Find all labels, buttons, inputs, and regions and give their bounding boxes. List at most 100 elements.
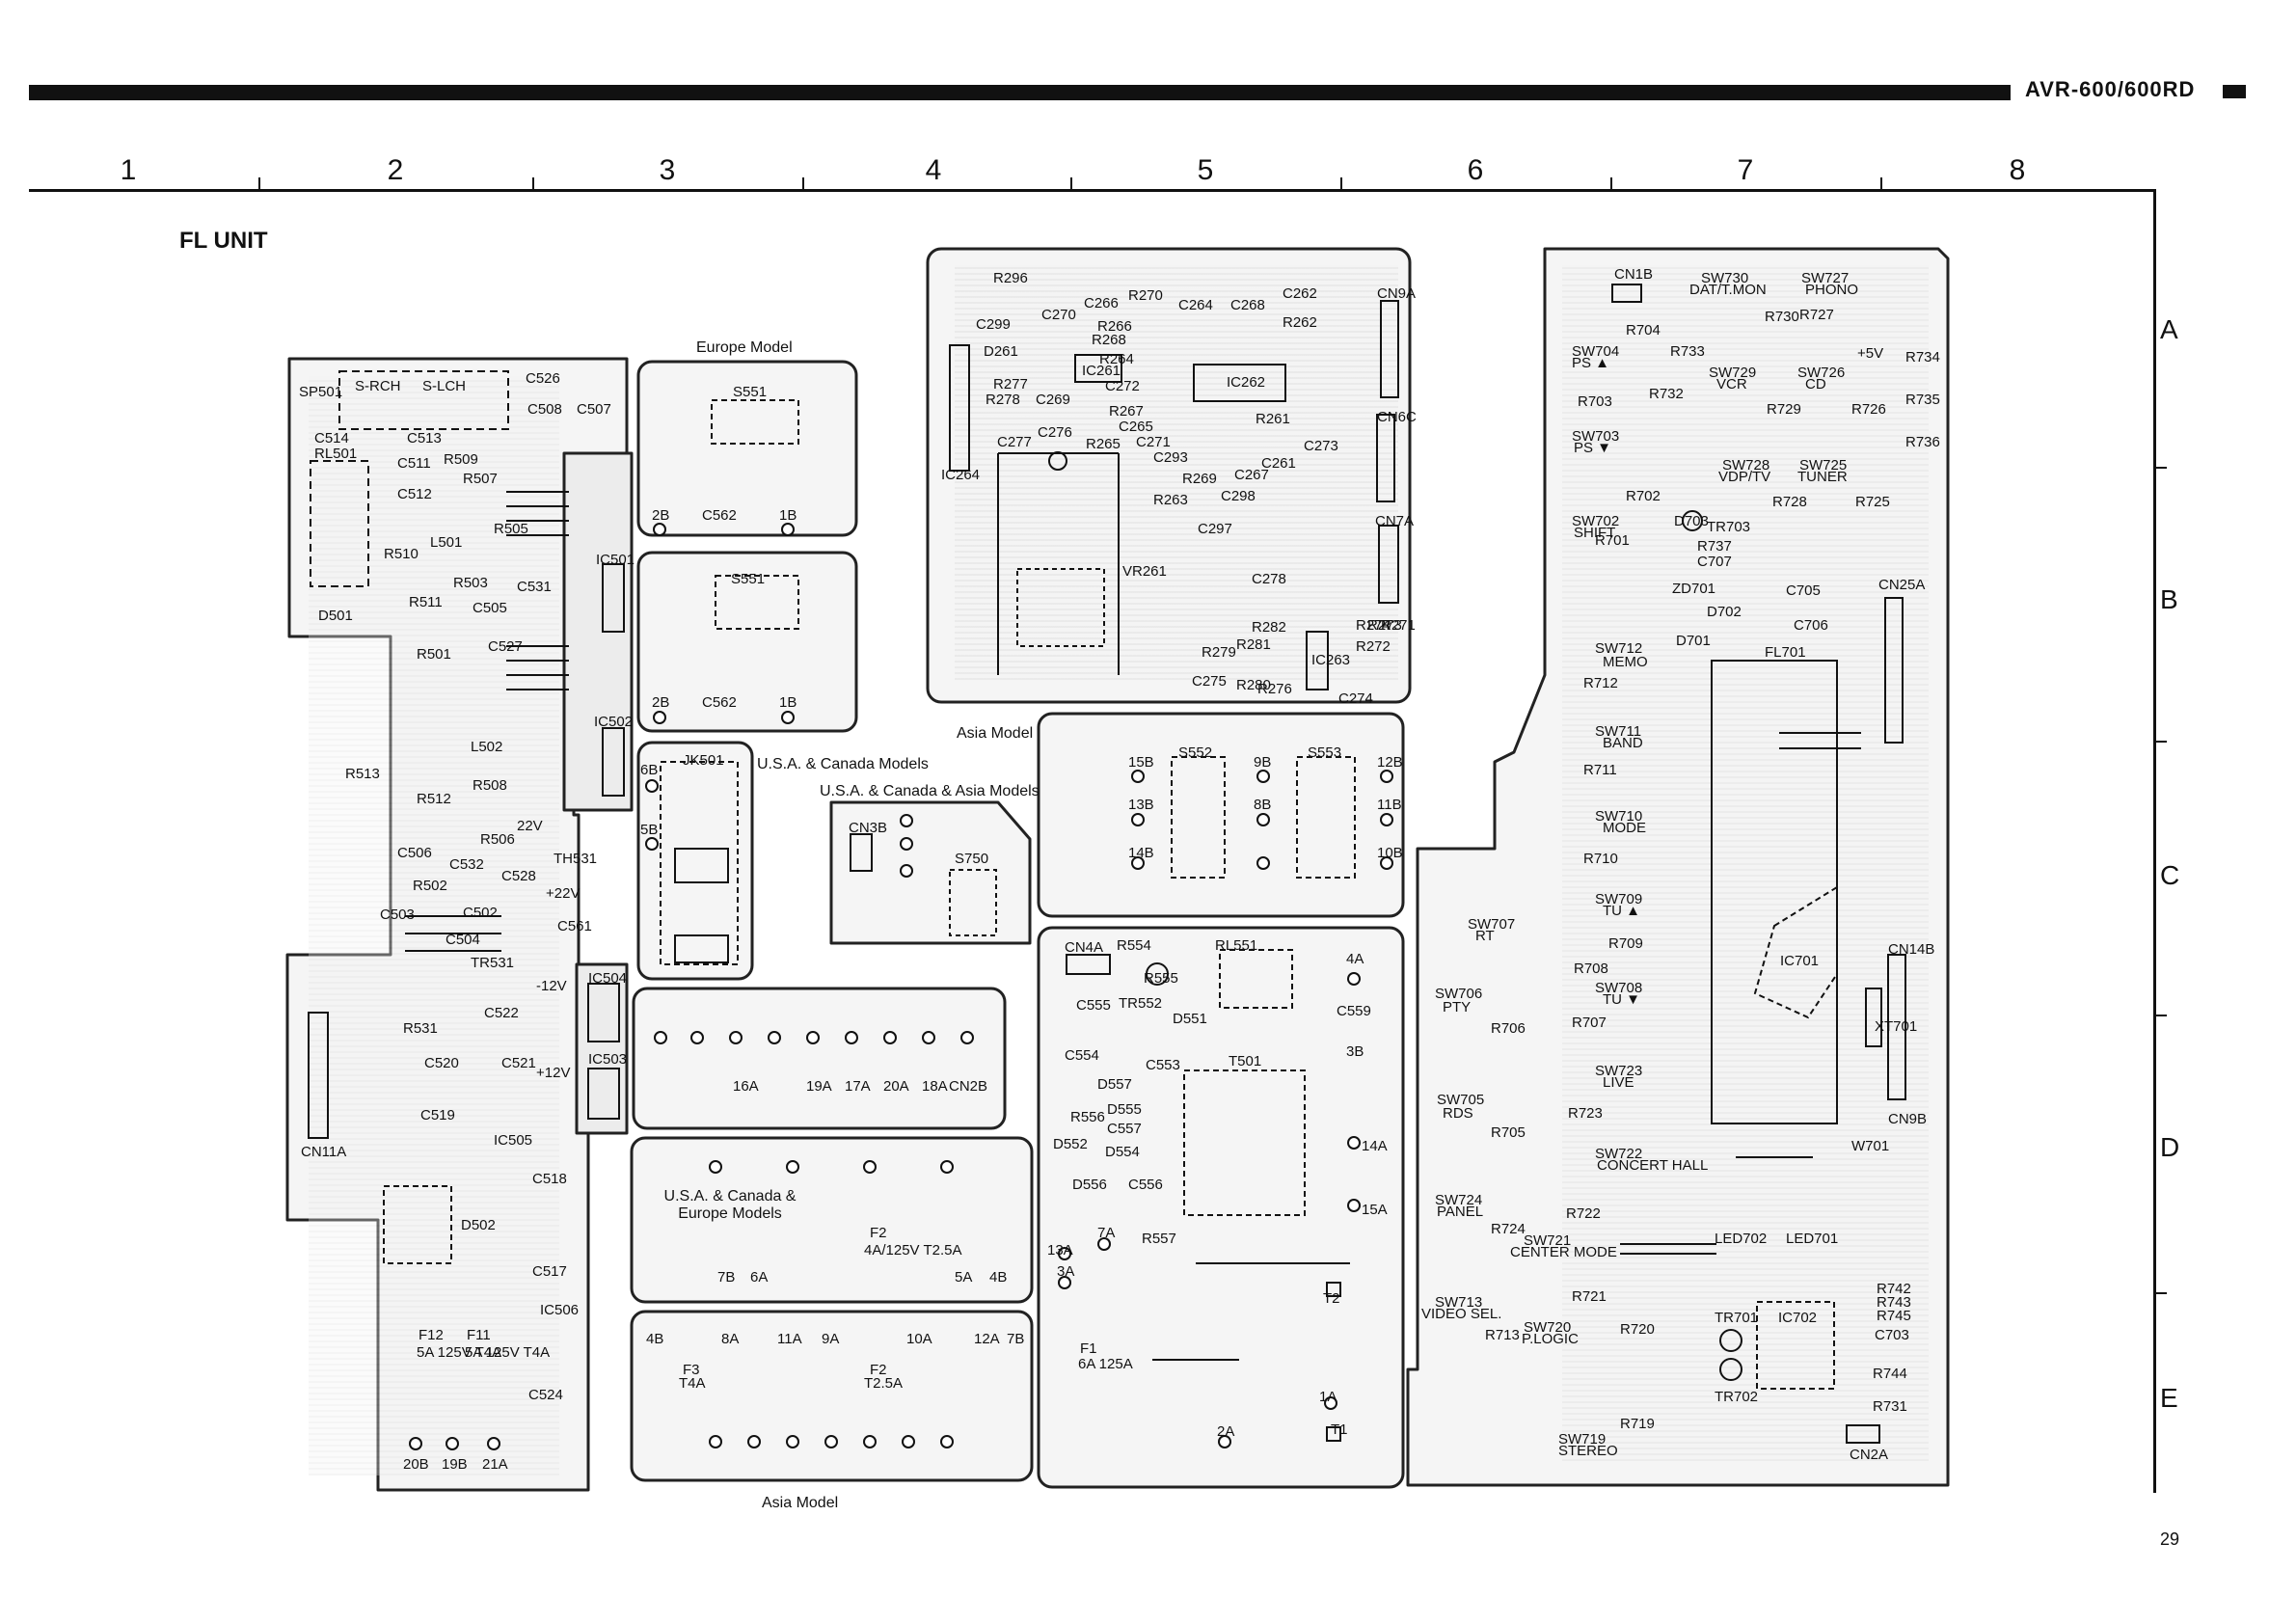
fuse-board-usa	[630, 1136, 1034, 1304]
component-cn11a: CN11A	[301, 1144, 347, 1160]
component-vm12: -12V	[536, 978, 567, 994]
pcb-texture	[955, 265, 1398, 680]
component-r704: R704	[1626, 322, 1661, 338]
component-r269: R269	[1182, 471, 1217, 487]
component-sw705: SW705	[1437, 1092, 1485, 1108]
component-r513: R513	[345, 766, 380, 782]
component-f2bv: T2.5A	[864, 1375, 904, 1392]
component-c513: C513	[407, 430, 442, 447]
component-sw705n: RDS	[1443, 1105, 1473, 1122]
component-r711: R711	[1583, 762, 1617, 778]
component-sw723n: LIVE	[1603, 1074, 1634, 1091]
component-c562a: C562	[702, 507, 737, 524]
component-c528: C528	[501, 868, 536, 884]
component-r507: R507	[463, 471, 498, 487]
component-ic502: IC502	[594, 714, 634, 730]
component-sw725: SW725	[1799, 457, 1848, 474]
fuse-board-asia	[630, 1310, 1034, 1482]
component-r268: R268	[1092, 332, 1126, 348]
component-r557: R557	[1142, 1231, 1176, 1247]
component-f3v: T4A	[679, 1375, 706, 1392]
component-c532: C532	[449, 856, 484, 873]
component-t501: T501	[1229, 1053, 1262, 1069]
column-ruler	[29, 189, 2155, 192]
component-c507: C507	[577, 401, 611, 418]
component-s553: S553	[1308, 744, 1342, 761]
component-r745: R745	[1877, 1308, 1911, 1324]
component-sw721: SW721	[1524, 1232, 1572, 1249]
component-s551b: S551	[731, 571, 766, 587]
component-c503: C503	[380, 907, 415, 923]
component-c293: C293	[1153, 449, 1188, 466]
component-sw702n: SHIFT	[1574, 525, 1616, 541]
component-r555: R555	[1144, 970, 1178, 987]
row-ruler	[2153, 189, 2156, 1493]
component-sw730n: DAT/T.MON	[1689, 282, 1767, 298]
component-p9b: 9B	[1254, 754, 1272, 771]
component-p1a: 1A	[1319, 1389, 1337, 1405]
component-c508: C508	[527, 401, 562, 418]
component-c562b: C562	[702, 694, 737, 711]
component-c521: C521	[501, 1055, 536, 1071]
row-label-e: E	[2160, 1383, 2178, 1413]
component-p19b: 19B	[442, 1456, 468, 1473]
column-tick	[802, 177, 804, 191]
column-label-1: 1	[120, 154, 137, 186]
component-c268: C268	[1230, 297, 1265, 313]
component-c561: C561	[557, 918, 592, 934]
component-r510: R510	[384, 546, 419, 562]
component-r506: R506	[480, 831, 515, 848]
component-v5: +5V	[1857, 345, 1884, 362]
component-c703: C703	[1875, 1327, 1909, 1343]
component-sw702: SW702	[1572, 513, 1620, 529]
component-sw726n: CD	[1805, 376, 1826, 392]
component-sw725n: TUNER	[1797, 469, 1848, 485]
europe-model-board	[636, 360, 858, 537]
component-r707: R707	[1572, 1015, 1607, 1031]
component-r713: R713	[1485, 1327, 1520, 1343]
row-label-d: D	[2160, 1132, 2180, 1162]
component-c706: C706	[1794, 617, 1828, 634]
component-d702: D702	[1707, 604, 1742, 620]
component-r725: R725	[1855, 494, 1890, 510]
component-led702: LED702	[1715, 1231, 1768, 1247]
component-c298: C298	[1221, 488, 1256, 504]
component-s750: S750	[955, 851, 989, 867]
component-c527: C527	[488, 638, 523, 655]
component-sw708: SW708	[1595, 980, 1643, 996]
component-r270: R270	[1128, 287, 1163, 304]
component-r263: R263	[1153, 492, 1188, 508]
column-tick	[1610, 177, 1612, 191]
component-sw728: SW728	[1722, 457, 1770, 474]
component-sw710: SW710	[1595, 808, 1643, 825]
component-cn1b: CN1B	[1614, 266, 1654, 283]
component-p2a: 2A	[1217, 1423, 1235, 1440]
column-label-4: 4	[925, 154, 942, 186]
component-r722: R722	[1566, 1205, 1601, 1222]
component-r296: R296	[993, 270, 1028, 286]
component-c514: C514	[314, 430, 349, 447]
component-p5b: 5B	[640, 822, 659, 838]
component-sw704n: PS ▲	[1572, 355, 1610, 371]
column-tick	[258, 177, 260, 191]
component-p10b: 10B	[1377, 845, 1403, 861]
component-ic264: IC264	[941, 467, 981, 483]
component-d556: D556	[1072, 1177, 1107, 1193]
transformer-board	[1037, 926, 1405, 1489]
page-number: 29	[2160, 1529, 2180, 1549]
component-r723: R723	[1568, 1105, 1603, 1122]
component-cn6c: CN6C	[1377, 409, 1417, 425]
component-r556: R556	[1070, 1109, 1105, 1125]
row-label-c: C	[2160, 860, 2180, 890]
unit-title: FL UNIT	[179, 228, 268, 254]
component-sw720: SW720	[1524, 1319, 1572, 1336]
component-c504: C504	[446, 932, 480, 948]
component-cn25a: CN25A	[1878, 577, 1926, 593]
component-sw712: SW712	[1595, 640, 1643, 657]
component-r729: R729	[1767, 401, 1801, 418]
component-c271: C271	[1136, 434, 1171, 450]
s551-board	[636, 551, 858, 733]
component-f2av: 4A/125V T2.5A	[864, 1242, 962, 1259]
component-cn3b: CN3B	[849, 820, 888, 836]
component-c531: C531	[517, 579, 552, 595]
